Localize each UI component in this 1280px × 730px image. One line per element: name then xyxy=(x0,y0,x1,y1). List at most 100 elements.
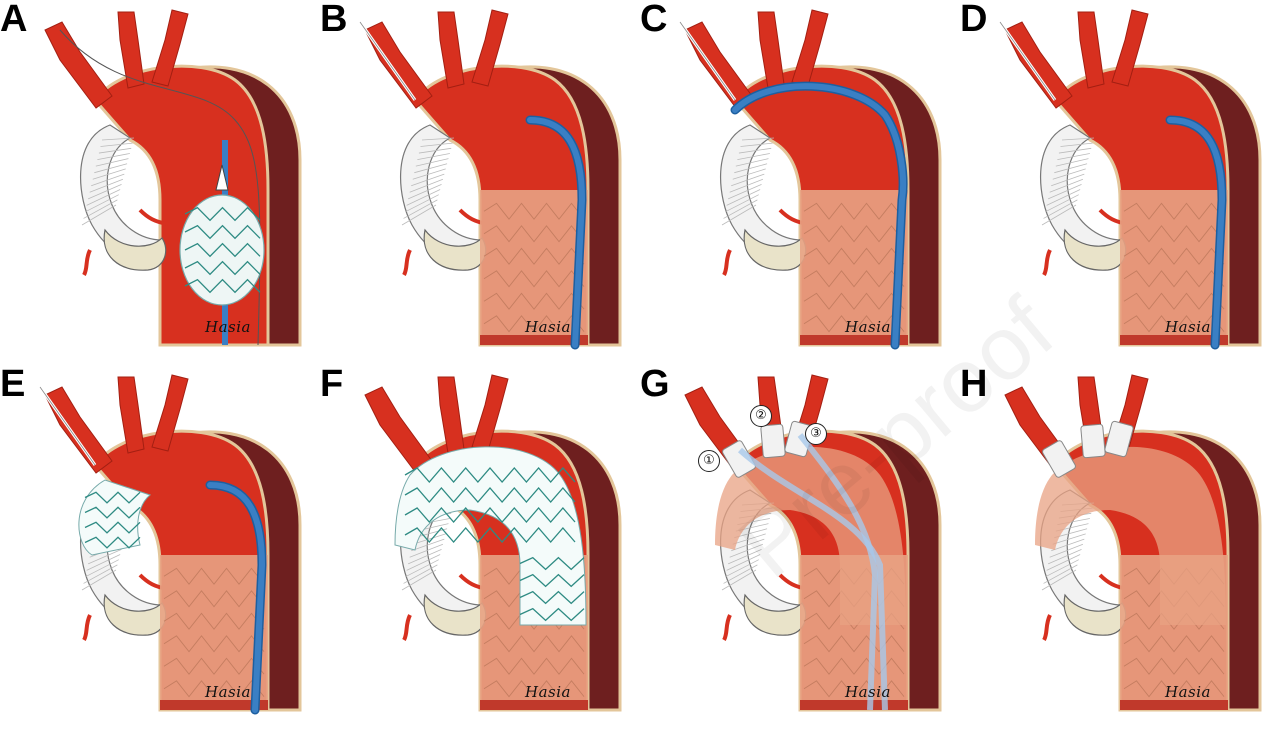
panel-e: Hasia E xyxy=(0,365,320,730)
stent-strut xyxy=(1123,202,1225,220)
graft-rib xyxy=(1044,194,1079,213)
diagram-f xyxy=(364,374,622,712)
proximal-stent-struts xyxy=(84,491,141,549)
graft-rib xyxy=(415,158,449,167)
artist-signature: Hasia xyxy=(845,683,891,701)
graft-rib xyxy=(417,153,450,161)
guide-wire xyxy=(39,386,96,466)
graft-rib xyxy=(404,559,439,578)
graft-rib xyxy=(401,569,437,591)
graft-rib xyxy=(87,549,122,565)
arch-branch-1 xyxy=(1004,21,1073,109)
graft-rib xyxy=(1041,569,1077,591)
graft-ribs xyxy=(401,137,455,226)
coronary-branch xyxy=(722,614,732,641)
stent-strut xyxy=(483,202,585,220)
branch-stent-3 xyxy=(1104,420,1134,458)
panel-label: B xyxy=(320,0,348,40)
graft-rib xyxy=(406,189,441,206)
branch-number-2: ② xyxy=(750,405,772,427)
panel-b: Hasia B xyxy=(320,0,640,365)
graft-rib xyxy=(86,189,121,206)
stent-strut xyxy=(84,506,141,519)
graft-rib xyxy=(418,147,452,154)
stent-strut xyxy=(803,247,905,265)
graft-rib xyxy=(726,189,761,206)
balloon-stent-struts xyxy=(184,206,261,294)
distal-cuff xyxy=(160,700,268,710)
delivery-catheter xyxy=(527,117,586,348)
branch-number-1: ① xyxy=(698,450,720,472)
graft-rib xyxy=(1051,173,1085,187)
panel-label: C xyxy=(640,0,668,40)
graft-rib xyxy=(81,204,117,226)
graft-rib xyxy=(406,554,441,571)
guide-wire xyxy=(679,21,736,101)
stent-strut xyxy=(803,635,905,653)
graft-rib xyxy=(726,554,761,571)
branch-stent-1 xyxy=(1042,440,1076,478)
panel-label: G xyxy=(640,365,670,405)
panel-g: ① ② ③ Hasia G xyxy=(640,365,960,730)
graft-rib xyxy=(414,163,448,174)
graft-rib xyxy=(1049,543,1084,558)
graft-rib xyxy=(403,199,438,219)
artist-signature: Hasia xyxy=(1165,318,1211,336)
stent-strut xyxy=(483,657,585,675)
graft-rib xyxy=(723,199,758,219)
stent-strut xyxy=(184,260,261,276)
graft-rib xyxy=(420,142,453,147)
stent-strut xyxy=(519,556,585,571)
arch-branch-2 xyxy=(437,376,465,454)
graft-rib xyxy=(731,538,765,552)
graft-rib xyxy=(409,178,444,193)
arch-branch-1 xyxy=(44,386,113,474)
graft-rib xyxy=(724,194,759,213)
panel-label: E xyxy=(0,365,26,405)
catheter-tip xyxy=(215,164,229,191)
graft-rib xyxy=(727,549,762,565)
stent-strut xyxy=(803,202,905,220)
stent-strut xyxy=(84,491,141,504)
branch-number-3: ③ xyxy=(805,423,827,445)
coronary-branch xyxy=(722,249,732,276)
stent-strut xyxy=(519,573,585,588)
arch-branch-3 xyxy=(151,374,189,452)
descending-stent-graft xyxy=(800,190,908,340)
coronary-branch xyxy=(138,208,169,226)
branch-catheter xyxy=(797,433,879,711)
graft-rib xyxy=(411,538,445,552)
proximal-stent-graft xyxy=(78,479,152,556)
arch-branch-1 xyxy=(684,21,753,109)
diagram-c xyxy=(678,9,942,350)
graft-rib xyxy=(1047,549,1082,565)
graft-ribs xyxy=(721,137,775,226)
graft-rib xyxy=(1047,184,1082,200)
guide-wire xyxy=(999,21,1056,101)
graft-rib xyxy=(412,168,446,180)
stent-strut xyxy=(803,270,905,288)
arch-branch-2 xyxy=(117,376,145,454)
stent-strut xyxy=(519,607,585,622)
graft-rib xyxy=(407,184,442,200)
graft-rib xyxy=(741,137,775,141)
stent-strut xyxy=(84,521,141,534)
arch-stent-struts xyxy=(404,467,585,622)
descending-stent-graft xyxy=(160,555,268,705)
graft-rib xyxy=(92,168,126,180)
distal-cuff xyxy=(480,335,588,345)
stent-strut xyxy=(163,680,265,698)
stent-strut xyxy=(163,657,265,675)
artist-signature: Hasia xyxy=(525,318,571,336)
stent-strut xyxy=(1123,315,1225,333)
coronary-branch xyxy=(402,614,412,641)
panel-label: A xyxy=(0,0,28,40)
descending-stent-graft xyxy=(480,190,588,340)
artist-signature: Hasia xyxy=(205,683,251,701)
stent-strut xyxy=(1123,270,1225,288)
graft-rib xyxy=(1043,564,1078,584)
graft-rib xyxy=(721,569,757,591)
delivery-catheter xyxy=(207,482,266,713)
graft-rib xyxy=(84,194,119,213)
